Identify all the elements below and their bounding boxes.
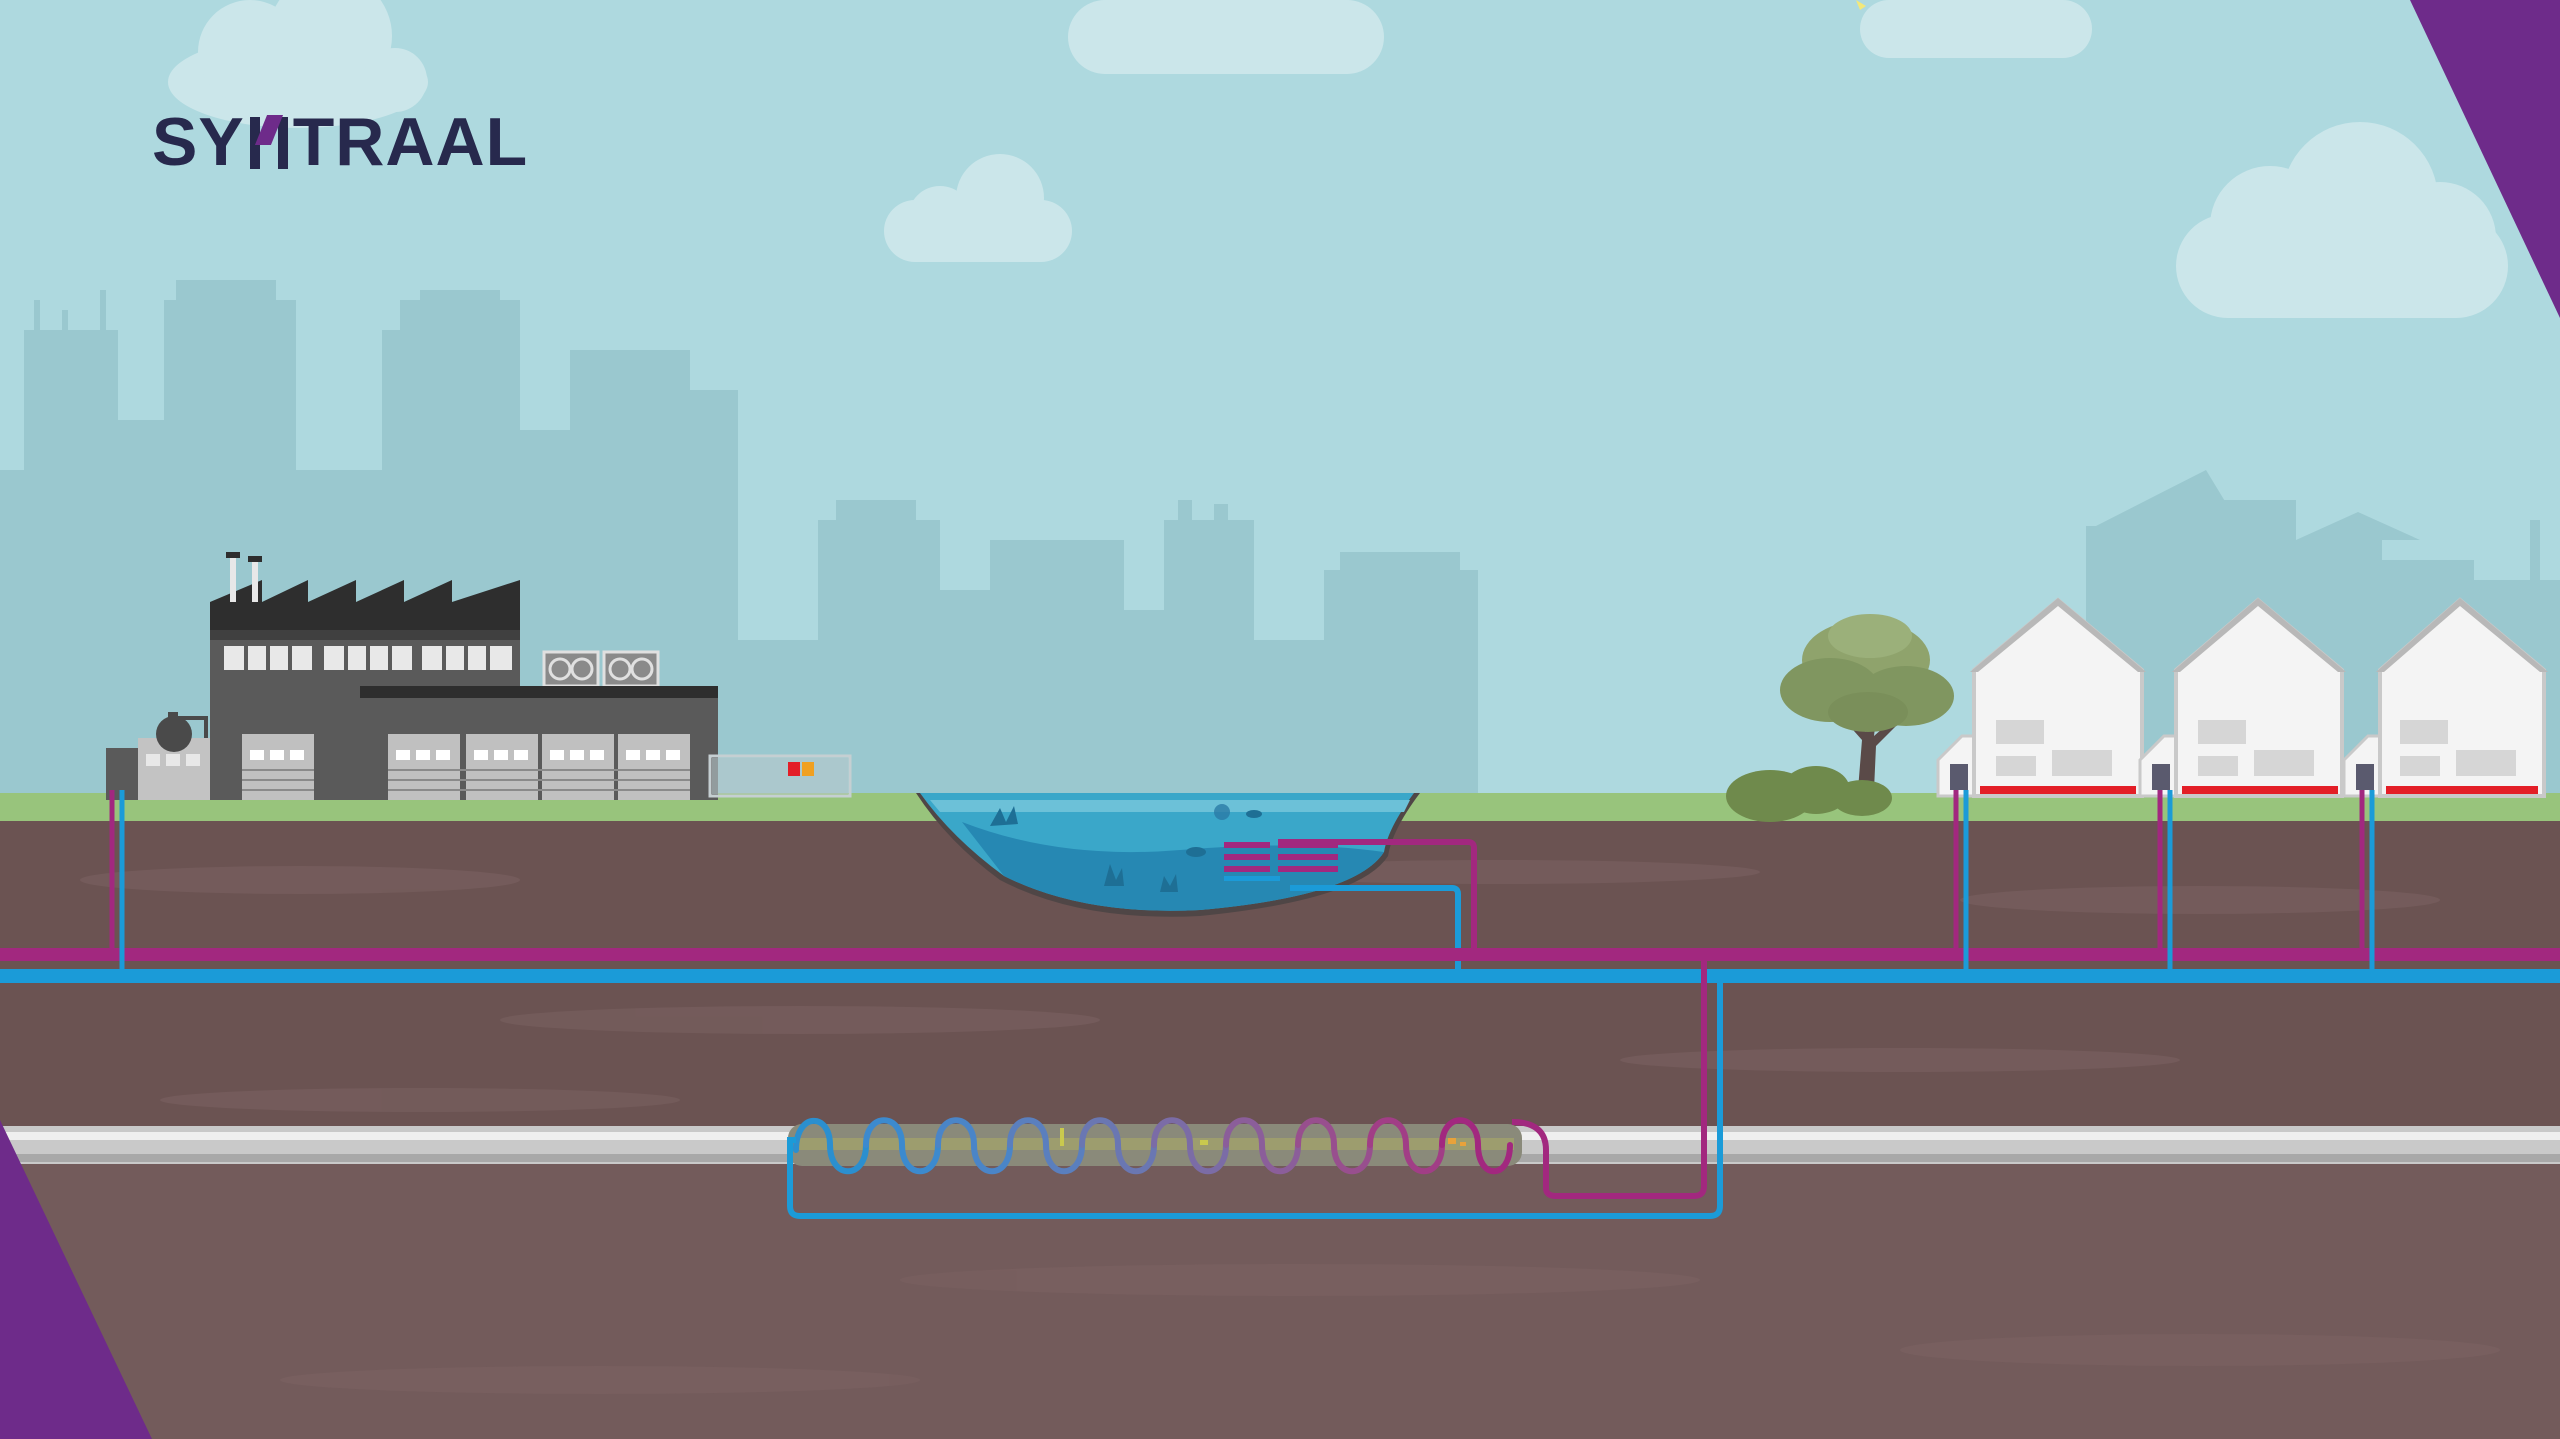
cloud-icon (1068, 0, 1384, 74)
house-connection-pipes (1953, 790, 2375, 976)
cloud-icon (2176, 122, 2508, 318)
soil-texture (80, 860, 2500, 1394)
pond-icon (916, 793, 1420, 917)
logo-text-start: SY (152, 104, 245, 180)
cloud-icon (884, 154, 1072, 262)
spiral-coil (793, 1117, 1513, 1175)
logo-n-mark (247, 115, 291, 169)
bushes (1726, 766, 1892, 822)
factory-icon (106, 552, 718, 800)
tree-icon (1780, 614, 1954, 790)
sun-icon (1856, 0, 1866, 10)
corner-accent-bottom-left (0, 1120, 152, 1439)
house-icon (1936, 597, 2146, 798)
cloud-icon (1860, 0, 2092, 58)
main-heat-pipe (0, 948, 2560, 961)
pond-cold-supply-pipe (1290, 885, 1461, 976)
syntraal-logo-icon: SY TRAAL (152, 102, 528, 182)
house-icon (2342, 597, 2548, 798)
house-icon (2138, 597, 2346, 798)
fence (708, 754, 852, 798)
pond-heat-return-pipe (1278, 839, 1477, 956)
logo-text-end: TRAAL (292, 104, 529, 180)
coil-heat-supply-pipe (1511, 958, 1707, 1199)
coil-cold-return-pipe (787, 976, 1723, 1219)
corner-accent-top-right (2410, 0, 2560, 318)
cloud-icon (168, 0, 428, 128)
main-cold-pipe (0, 969, 2560, 983)
